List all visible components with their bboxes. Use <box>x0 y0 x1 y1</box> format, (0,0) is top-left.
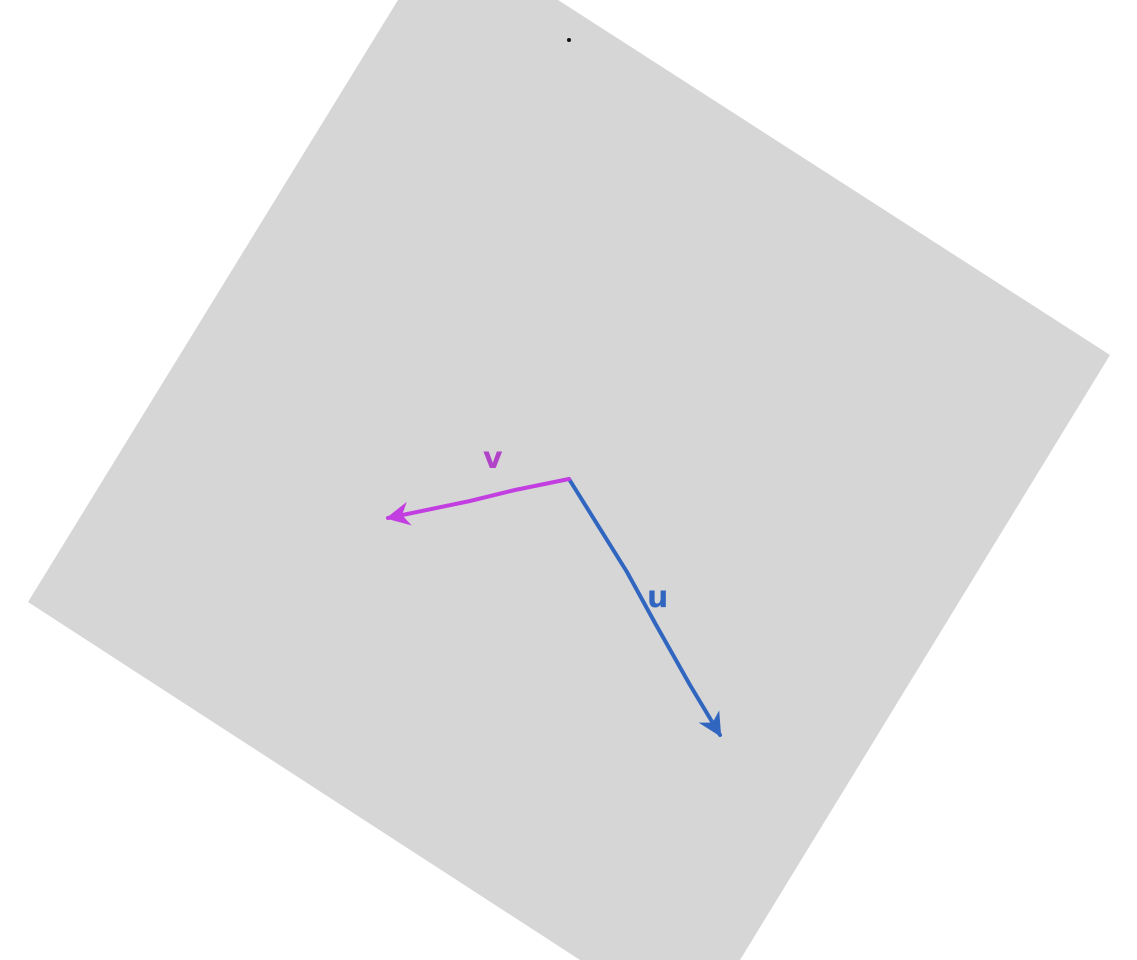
vector-v-arrow <box>385 477 571 526</box>
vector-u-label: u <box>647 580 668 615</box>
point-marker <box>567 38 571 42</box>
vector-u-arrow <box>567 477 722 738</box>
vector-v-label: v <box>483 441 503 476</box>
